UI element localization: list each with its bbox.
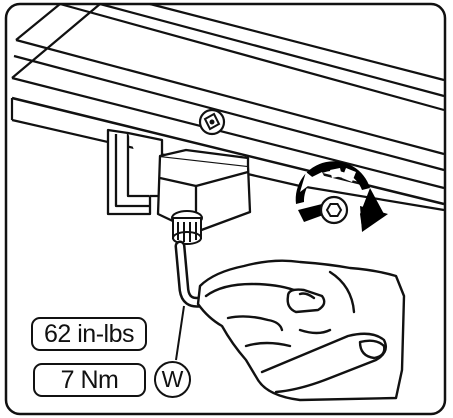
callout-leader <box>175 305 185 361</box>
hand <box>196 259 406 402</box>
hex-bolt-icon <box>319 195 349 225</box>
clockwise-arrow-icon <box>295 161 388 232</box>
rotation-indicator <box>295 161 388 232</box>
torque-spec-metric: 7 Nm <box>33 363 146 397</box>
bolt-head <box>171 210 203 245</box>
tool-callout-letter: W <box>154 361 191 398</box>
torque-spec-imperial: 62 in-lbs <box>31 317 147 351</box>
rail-screw <box>198 108 226 136</box>
